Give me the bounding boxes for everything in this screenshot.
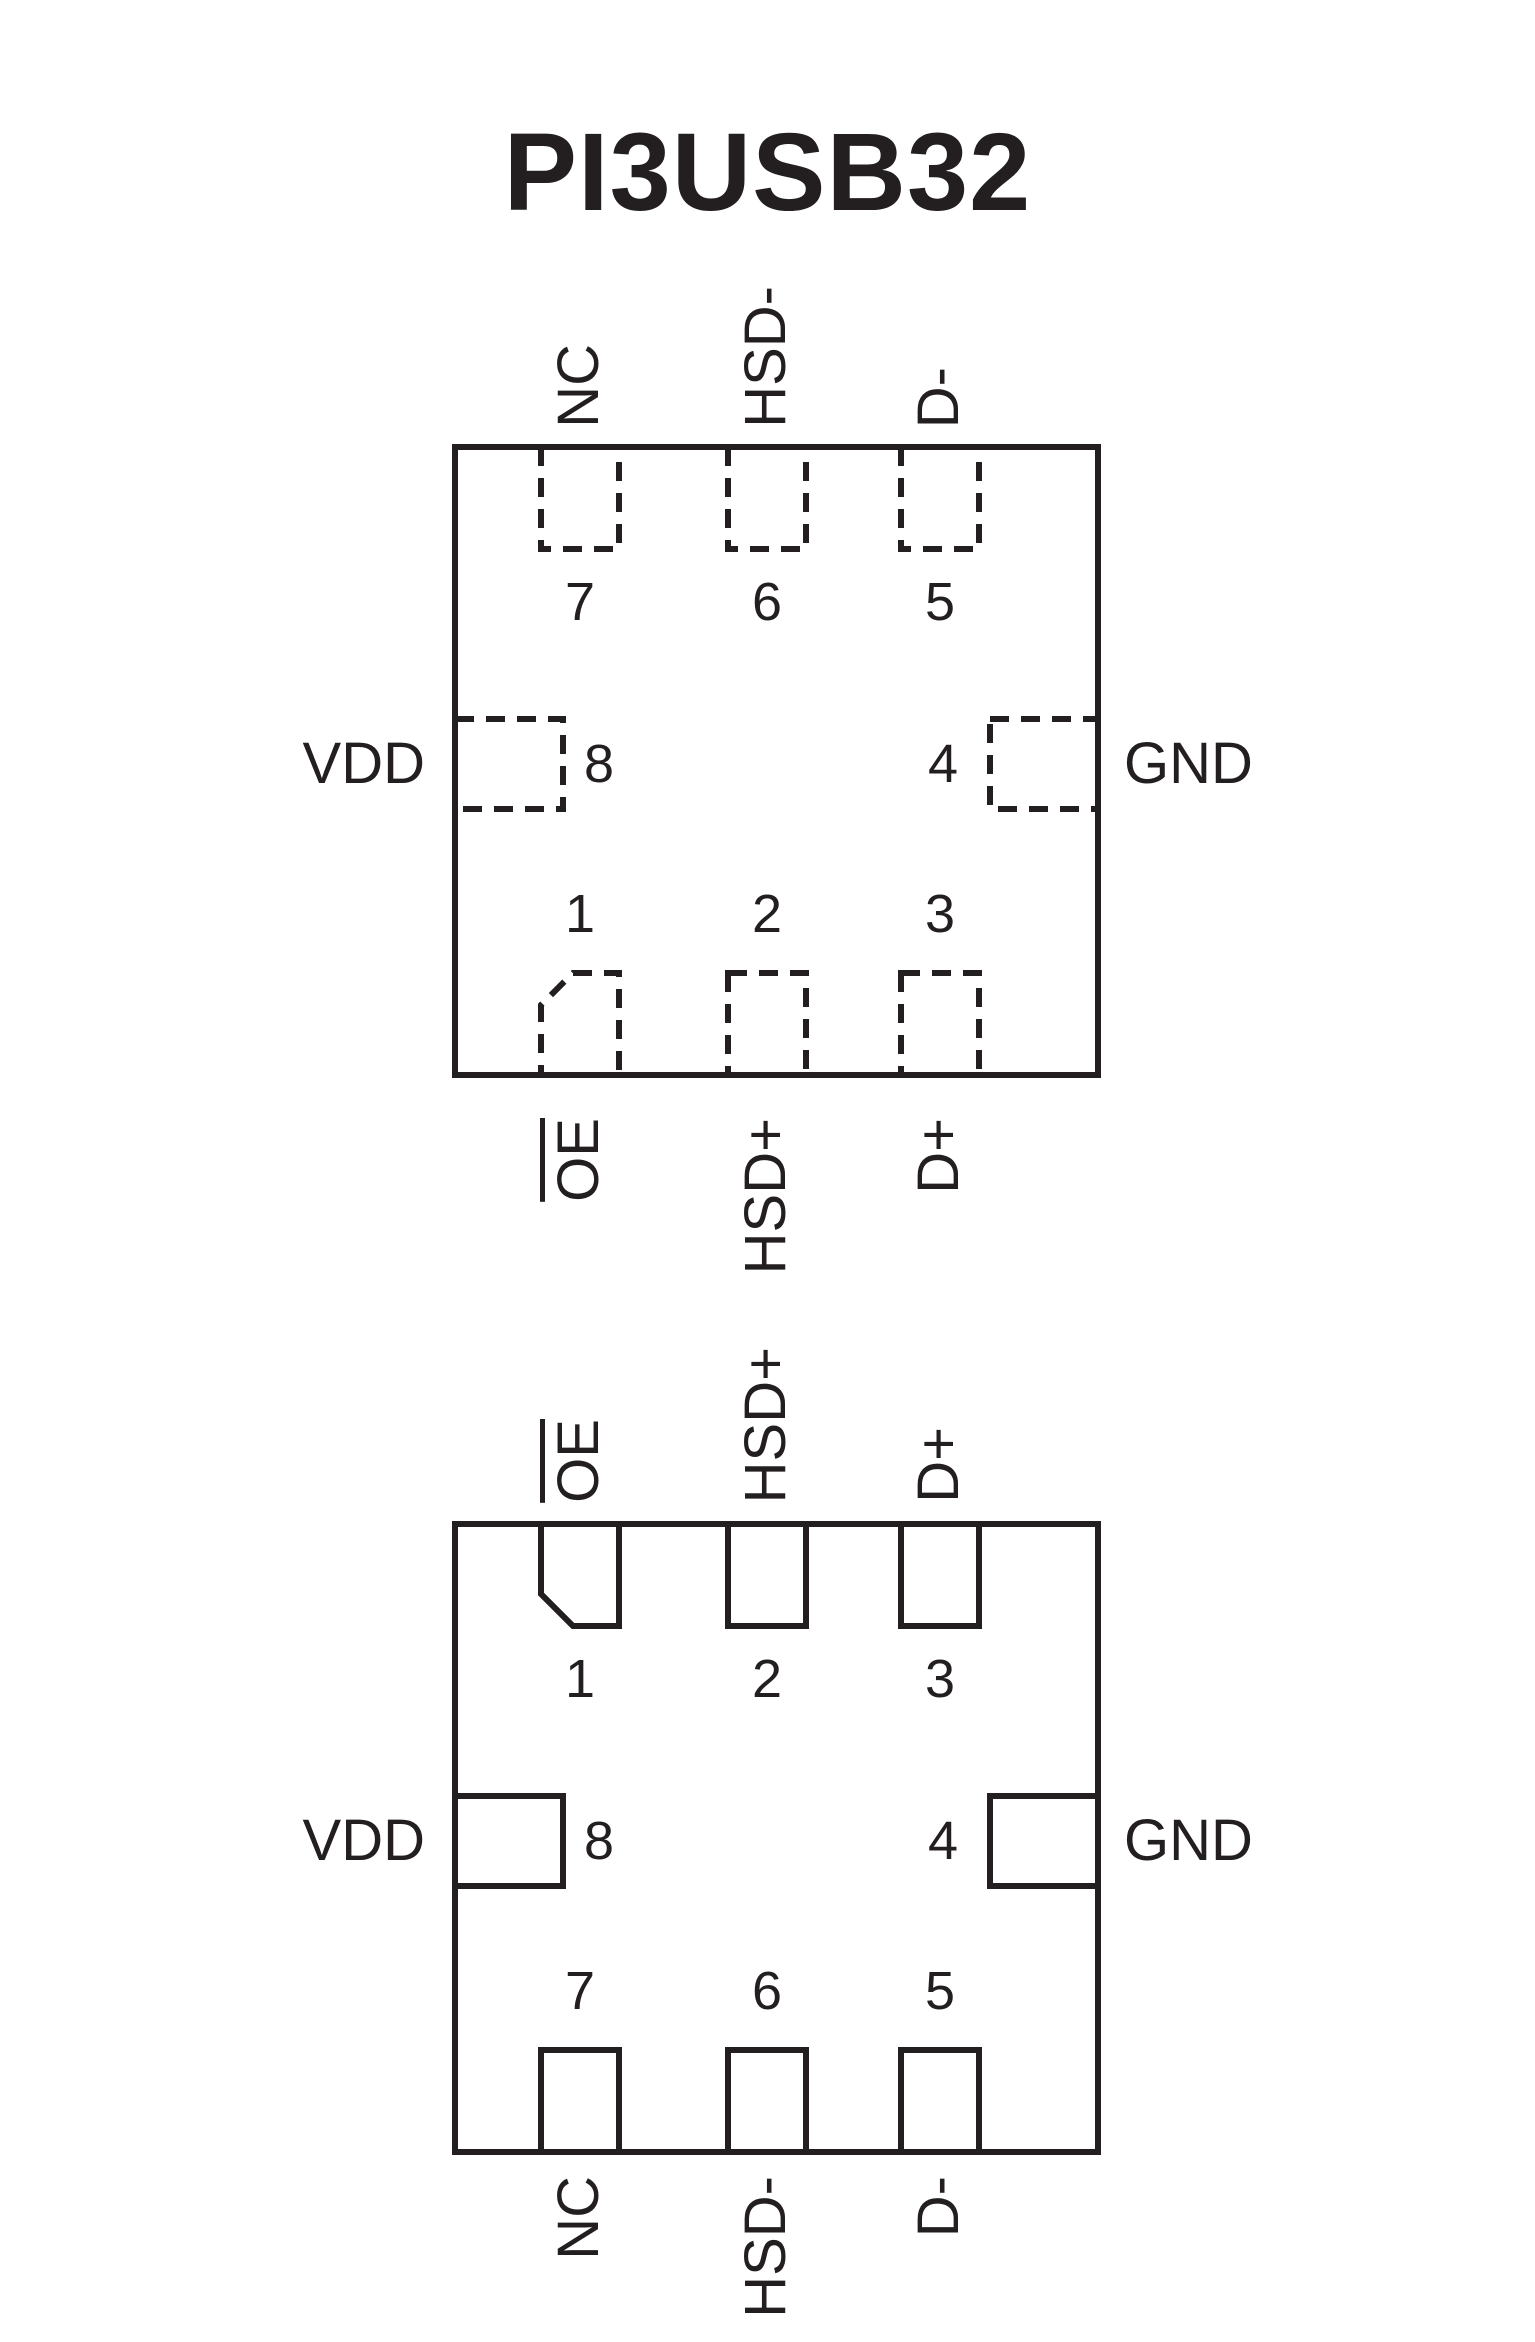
pin-2-number: 2 [751,1649,783,1709]
pin-8-signal-label: VDD [302,731,425,796]
pin-5-number: 5 [924,1961,956,2021]
pin-4-number: 4 [927,734,958,794]
pin-6-number: 6 [751,572,783,632]
pin-1-signal-label: OE [546,1118,611,1202]
pin-7-signal-label: NC [546,2176,611,2260]
pin-3-pad [898,970,982,1078]
pin-8-pad [452,1793,566,1889]
pin-5-pad [898,2047,982,2155]
chip-title: PI3USB32 [503,111,1032,234]
bottom-view-chip-body: 1 2 3 8 4 7 6 5 [452,1521,1101,2155]
pin-4-signal-label: GND [1124,731,1253,796]
pin-2-signal-label: HSD+ [733,1346,798,1503]
pin-8-number: 8 [584,734,615,794]
pin-5-signal-label: D- [906,366,971,428]
pin-6-pad [725,2047,809,2155]
pin-2-number: 2 [751,884,783,944]
pin-7-number: 7 [564,572,596,632]
pin-1-number: 1 [564,884,596,944]
pin-4-pad [987,716,1101,812]
pin-1-signal-label: OE [546,1419,611,1503]
pin-1-pad [538,970,622,1078]
pin-5-number: 5 [924,572,956,632]
pin-6-signal-label: HSD- [733,2176,798,2318]
pin-8-signal-label: VDD [302,1808,425,1873]
pin-4-signal-label: GND [1124,1808,1253,1873]
pin-8-number: 8 [584,1811,615,1871]
pin-3-signal-label: D+ [906,1427,971,1503]
pin-7-pad [538,2047,622,2155]
pin-5-signal-label: D- [906,2176,971,2238]
pin-8-pad [452,716,566,812]
pin-7-signal-label: NC [546,344,611,428]
pin-2-signal-label: HSD+ [733,1118,798,1275]
top-view-chip-body: 7 6 5 8 4 1 2 3 [452,444,1101,1078]
pin-1-pad [538,1521,622,1629]
pin-2-pad [725,970,809,1078]
pin-3-pad [898,1521,982,1629]
pin-7-pad [538,444,622,552]
pin-4-number: 4 [927,1811,958,1871]
pin-6-number: 6 [751,1961,783,2021]
pin-7-number: 7 [564,1961,596,2021]
pin-6-signal-label: HSD- [733,286,798,428]
pin-6-pad [725,444,809,552]
pin-3-signal-label: D+ [906,1118,971,1194]
pin-1-number: 1 [564,1649,596,1709]
pin-2-pad [725,1521,809,1629]
pin-3-number: 3 [924,884,956,944]
pin-4-pad [987,1793,1101,1889]
pin-5-pad [898,444,982,552]
pin-3-number: 3 [924,1649,956,1709]
